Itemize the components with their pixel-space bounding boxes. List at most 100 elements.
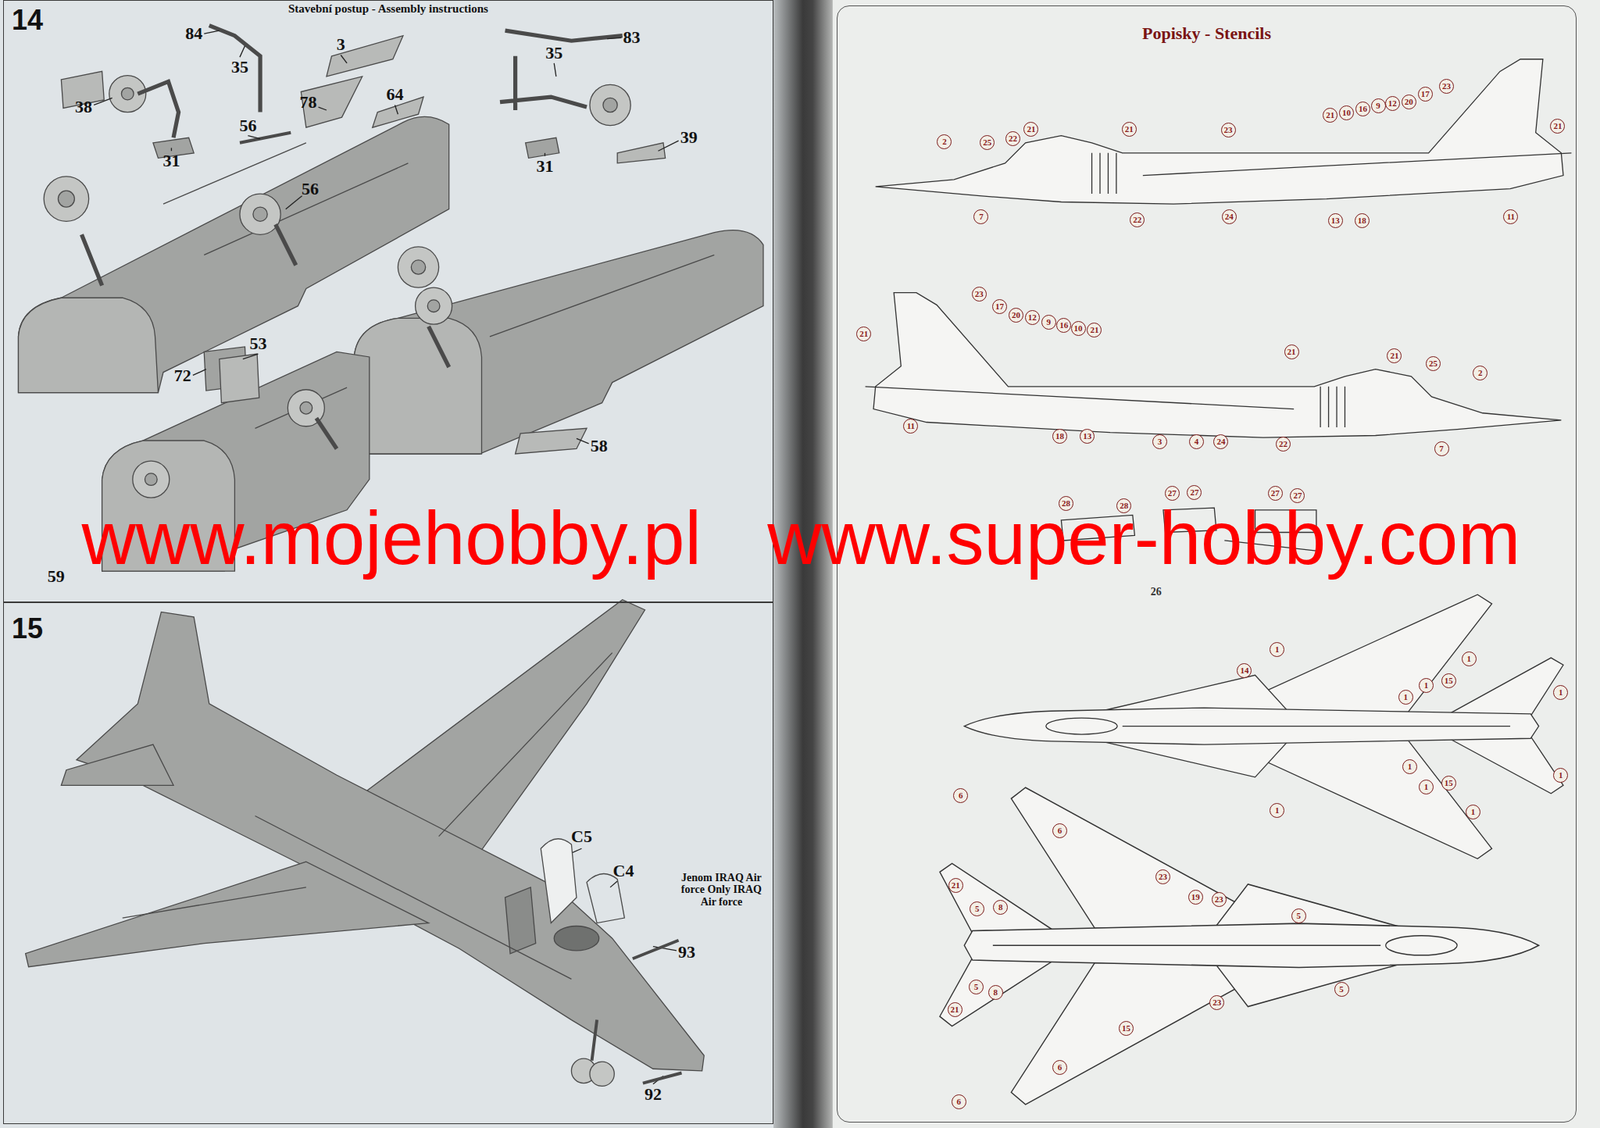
stencil-callout: 21 — [856, 326, 872, 342]
step14-drawing — [603, 97, 618, 112]
stencil-callout: 27 — [1186, 485, 1202, 500]
stencil-callout: 21 — [948, 878, 964, 893]
callout-number: 5 — [1296, 911, 1301, 921]
callout-number: 8 — [993, 988, 999, 997]
callout-number: 56 — [239, 117, 257, 135]
callout-number: 93 — [678, 943, 696, 961]
stencil-callout: 23 — [1155, 869, 1171, 885]
step14-drawing — [18, 297, 159, 393]
leader-line — [607, 37, 622, 39]
callout-number: 1 — [1467, 654, 1472, 664]
callout-number: 16 — [1358, 104, 1368, 114]
callout-number: 64 — [385, 85, 404, 104]
stencil-callout: 1 — [1553, 685, 1568, 700]
callout-number: 84 — [185, 25, 203, 43]
stencil-callout: 16 — [1355, 101, 1371, 117]
callout-number: 22 — [1278, 439, 1288, 449]
leader-line — [340, 55, 347, 64]
step14-drawing — [410, 260, 425, 275]
callout-number: 13 — [1082, 432, 1092, 441]
stencil-callout: 21 — [1086, 322, 1102, 338]
step14-drawing — [253, 207, 268, 222]
callout-number: 21 — [1089, 325, 1099, 335]
callout-number: 18 — [1357, 216, 1367, 225]
stencil-callout: 19 — [1188, 889, 1204, 905]
callout-number: 23 — [1212, 998, 1222, 1008]
callout-number: 35 — [231, 58, 249, 76]
callout-number: 53 — [249, 335, 267, 353]
stencil-callout: 23 — [971, 286, 987, 302]
step15-drawing — [505, 887, 536, 954]
note: Jenom IRAQ Air force Only IRAQ Air force — [675, 871, 768, 908]
step14-drawing — [300, 401, 313, 415]
callout-number: 26 — [1150, 586, 1162, 598]
callout-number: 3 — [336, 35, 346, 54]
leader-line — [657, 140, 679, 151]
stencil-callout: 1 — [1553, 767, 1568, 783]
stencil-callout: 16 — [1056, 317, 1072, 333]
stencil-callout: 3 — [1152, 434, 1168, 450]
stencil-callout: 22 — [1129, 212, 1145, 228]
step14-drawing — [415, 287, 453, 325]
callout-number: 1 — [1471, 807, 1476, 817]
stencil-callout: 5 — [1291, 908, 1307, 924]
stencil-callout: 24 — [1213, 434, 1229, 450]
stencil-callout: 21 — [1284, 344, 1300, 360]
step14-drawing — [353, 317, 482, 454]
stencil-callout: 6 — [951, 1094, 967, 1110]
stencil-callout: 10 — [1071, 321, 1086, 336]
leader-line — [394, 104, 398, 115]
leader-line — [171, 147, 172, 151]
step14-drawing — [239, 132, 291, 143]
callout-number: 6 — [958, 791, 964, 800]
callout-number: 31 — [535, 157, 554, 175]
stencil-callout: 23 — [1221, 122, 1236, 138]
step15-drawing — [642, 1072, 683, 1083]
leader-line — [553, 63, 557, 77]
step-number: 14 — [11, 3, 43, 37]
watermark: www.super-hobby.com — [767, 500, 1521, 576]
step14-drawing — [219, 353, 260, 404]
callout-number: 19 — [1191, 892, 1200, 902]
step14-drawing — [209, 25, 261, 113]
callout-number: 27 — [1271, 489, 1280, 498]
callout-number: 39 — [680, 128, 698, 147]
callout-number: 5 — [974, 982, 979, 992]
step14-drawing — [427, 300, 440, 313]
stencil-callout: 21 — [1550, 118, 1565, 134]
stencil-callout: 12 — [1385, 96, 1400, 111]
stencil-callout: 13 — [1079, 428, 1095, 444]
stencil-callout: 7 — [973, 209, 989, 225]
callout-number: 25 — [982, 138, 992, 147]
stencil-callout: 1 — [1269, 803, 1285, 818]
leader-line — [285, 196, 303, 210]
stencil-callout: 17 — [1417, 86, 1433, 102]
callout-number: 20 — [1404, 97, 1414, 107]
callout-number: 25 — [1428, 359, 1438, 368]
callout-number: 9 — [1375, 101, 1381, 111]
leader-line — [93, 97, 113, 105]
stencil-callout: 18 — [1354, 213, 1370, 229]
step14-drawing — [144, 473, 158, 486]
stencil-callout: 17 — [992, 299, 1008, 315]
stencil-callout: 22 — [1005, 131, 1021, 147]
stencil-views — [1092, 153, 1572, 194]
callout-number: 17 — [995, 302, 1004, 311]
callout-number: 20 — [1011, 310, 1021, 320]
callout-number: 12 — [1388, 99, 1397, 108]
stencil-callout: 20 — [1401, 94, 1417, 110]
step14-drawing — [397, 246, 439, 288]
stencil-callout: 22 — [1275, 436, 1291, 452]
callout-number: 59 — [47, 567, 65, 586]
callout-number: 23 — [1442, 82, 1451, 91]
leader-line — [247, 135, 261, 140]
step14-drawing — [81, 224, 449, 449]
stencil-views — [939, 787, 1540, 1105]
callout-number: 23 — [975, 289, 984, 299]
callout-number: 21 — [1026, 125, 1036, 134]
callout-number: 56 — [301, 180, 319, 198]
stencil-callout: 21 — [1023, 121, 1039, 137]
callout-number: 10 — [1342, 108, 1351, 118]
callout-number: 21 — [1125, 125, 1134, 134]
